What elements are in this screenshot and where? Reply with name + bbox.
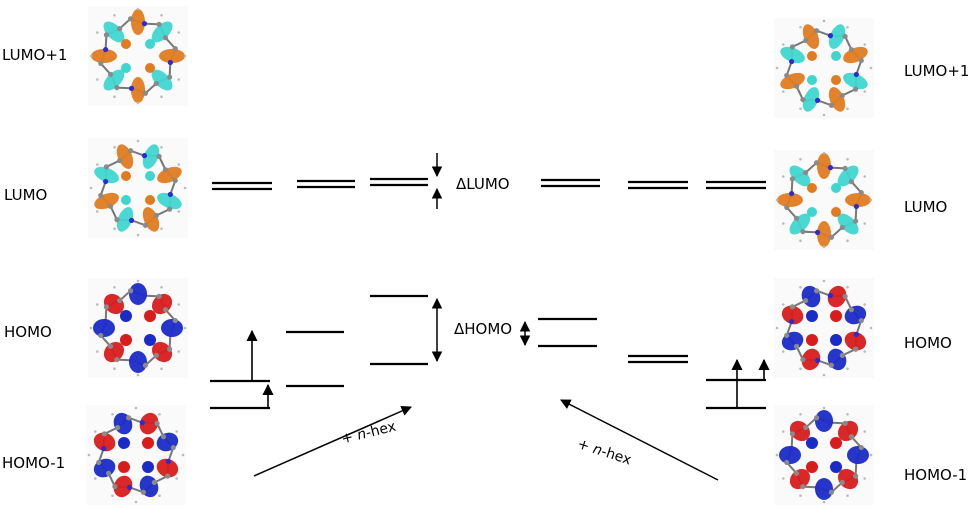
label-lumo-plus-1-right: LUMO+1 xyxy=(904,62,970,80)
label-homo-left: HOMO xyxy=(4,323,52,341)
n-hex-arrows xyxy=(253,399,719,481)
homo-levels xyxy=(210,294,766,410)
label-homo-right: HOMO xyxy=(904,334,952,352)
mo-image-homo-left xyxy=(88,278,188,378)
mo-image-lumo-plus-1-left xyxy=(88,6,188,106)
delta-homo-indicators xyxy=(431,297,531,363)
arrow-n-hex-right xyxy=(560,399,719,481)
mo-image-lumo-right xyxy=(774,150,874,250)
arrow-n-hex-left xyxy=(253,405,412,477)
label-delta-homo: ΔHOMO xyxy=(454,320,513,338)
mo-image-homo-minus-1-right xyxy=(774,405,874,505)
mo-image-homo-minus-1-left xyxy=(86,405,186,505)
label-lumo-left: LUMO xyxy=(4,186,48,204)
label-homo-minus-1-right: HOMO-1 xyxy=(904,466,968,484)
label-lumo-right: LUMO xyxy=(904,198,948,216)
mo-image-homo-right xyxy=(774,278,874,378)
mo-image-lumo-plus-1-right xyxy=(774,18,874,118)
transition-arrows xyxy=(246,329,770,408)
label-lumo-plus-1-left: LUMO+1 xyxy=(2,46,68,64)
label-delta-lumo: ΔLUMO xyxy=(456,175,510,193)
lumo-levels xyxy=(212,177,766,191)
mo-image-lumo-left xyxy=(88,138,188,238)
label-homo-minus-1-left: HOMO-1 xyxy=(2,454,66,472)
